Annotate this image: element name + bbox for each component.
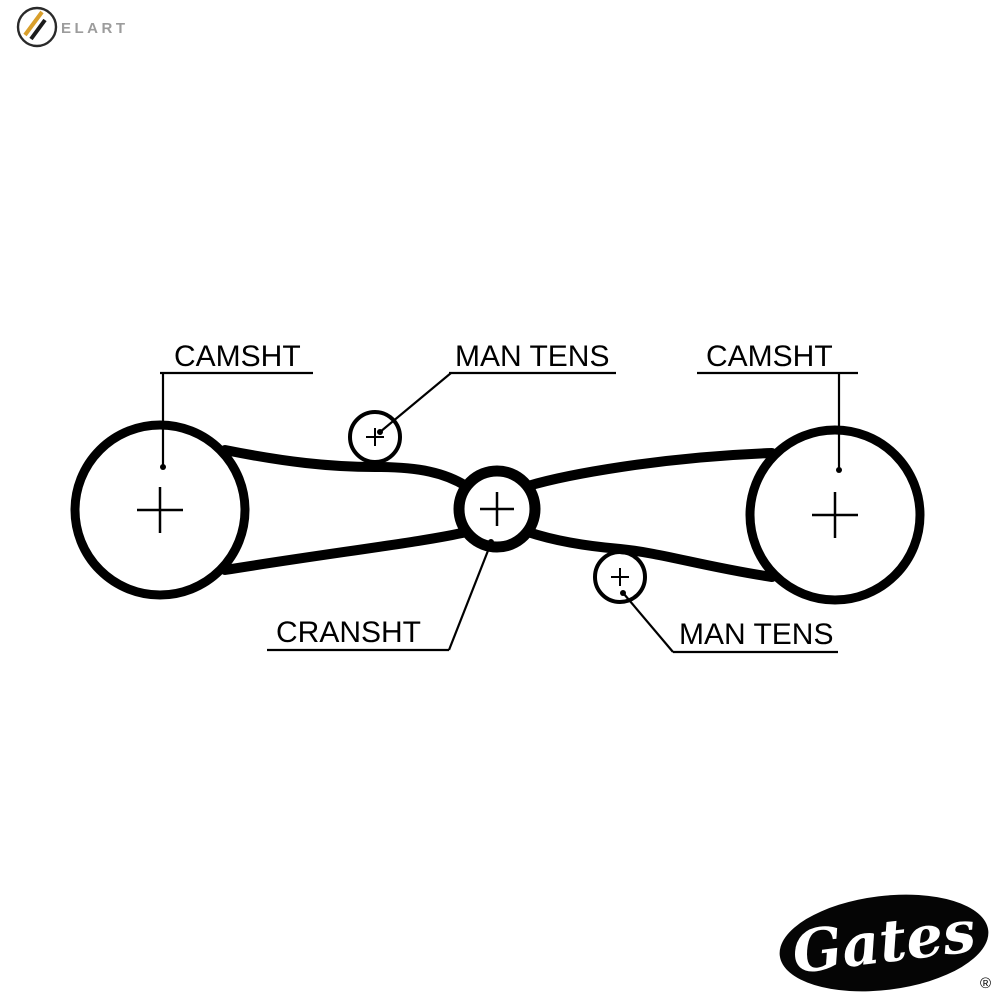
leader-bottom-tensioner: [623, 593, 674, 653]
leader-dot-top-tensioner: [377, 429, 383, 435]
belt-bottom-left-run: [220, 527, 471, 575]
label-right-camshaft: CAMSHT: [706, 340, 833, 373]
leader-crankshaft: [447, 542, 493, 651]
callout-top-tensioner: MAN TENS: [377, 340, 616, 435]
leader-dot-crankshaft: [488, 539, 494, 545]
belt-and-pulleys: [70, 410, 925, 605]
upper-tensioner-cross-icon: [366, 428, 384, 446]
belt-top-right-run: [523, 448, 777, 491]
crankshaft-cross-icon: [480, 492, 514, 526]
gates-badge: Gates: [779, 894, 989, 992]
lower-tensioner-pulley: [593, 550, 647, 604]
leader-dot-right-camshaft: [836, 467, 842, 473]
label-bottom-tensioner: MAN TENS: [679, 618, 833, 651]
elart-wordmark: ELART: [61, 20, 129, 37]
right-camshaft-pulley: [745, 425, 925, 605]
left-camshaft-cross-icon: [137, 487, 183, 533]
label-crankshaft: CRANSHT: [276, 616, 421, 649]
lower-tensioner-cross-icon: [611, 568, 629, 586]
belt-top-left-run: [220, 445, 471, 491]
callout-crankshaft: CRANSHT: [267, 539, 494, 652]
elart-logo-ring-icon: [16, 6, 58, 48]
gates-badge-ellipse: [779, 894, 989, 992]
gates-wordmark: Gates: [789, 897, 979, 987]
upper-tensioner-pulley: [348, 410, 402, 464]
crankshaft-pulley: [453, 465, 541, 553]
left-camshaft-pulley: [70, 420, 250, 600]
callout-left-camshaft: CAMSHT: [160, 340, 313, 470]
elart-watermark: ELART: [16, 6, 129, 48]
elart-logo-dark-slash-icon: [29, 18, 47, 41]
callout-bottom-tensioner: MAN TENS: [620, 590, 838, 654]
belt-bottom-right-run: [523, 527, 777, 582]
label-left-camshaft: CAMSHT: [174, 340, 301, 373]
leader-dot-left-camshaft: [160, 464, 166, 470]
leader-top-tensioner: [379, 372, 452, 433]
elart-logo-gold-slash-icon: [23, 10, 44, 37]
gates-registered-mark: ®: [980, 975, 991, 992]
label-top-tensioner: MAN TENS: [455, 340, 609, 373]
leader-dot-bottom-tensioner: [620, 590, 626, 596]
right-camshaft-cross-icon: [812, 492, 858, 538]
callout-right-camshaft: CAMSHT: [697, 340, 858, 473]
